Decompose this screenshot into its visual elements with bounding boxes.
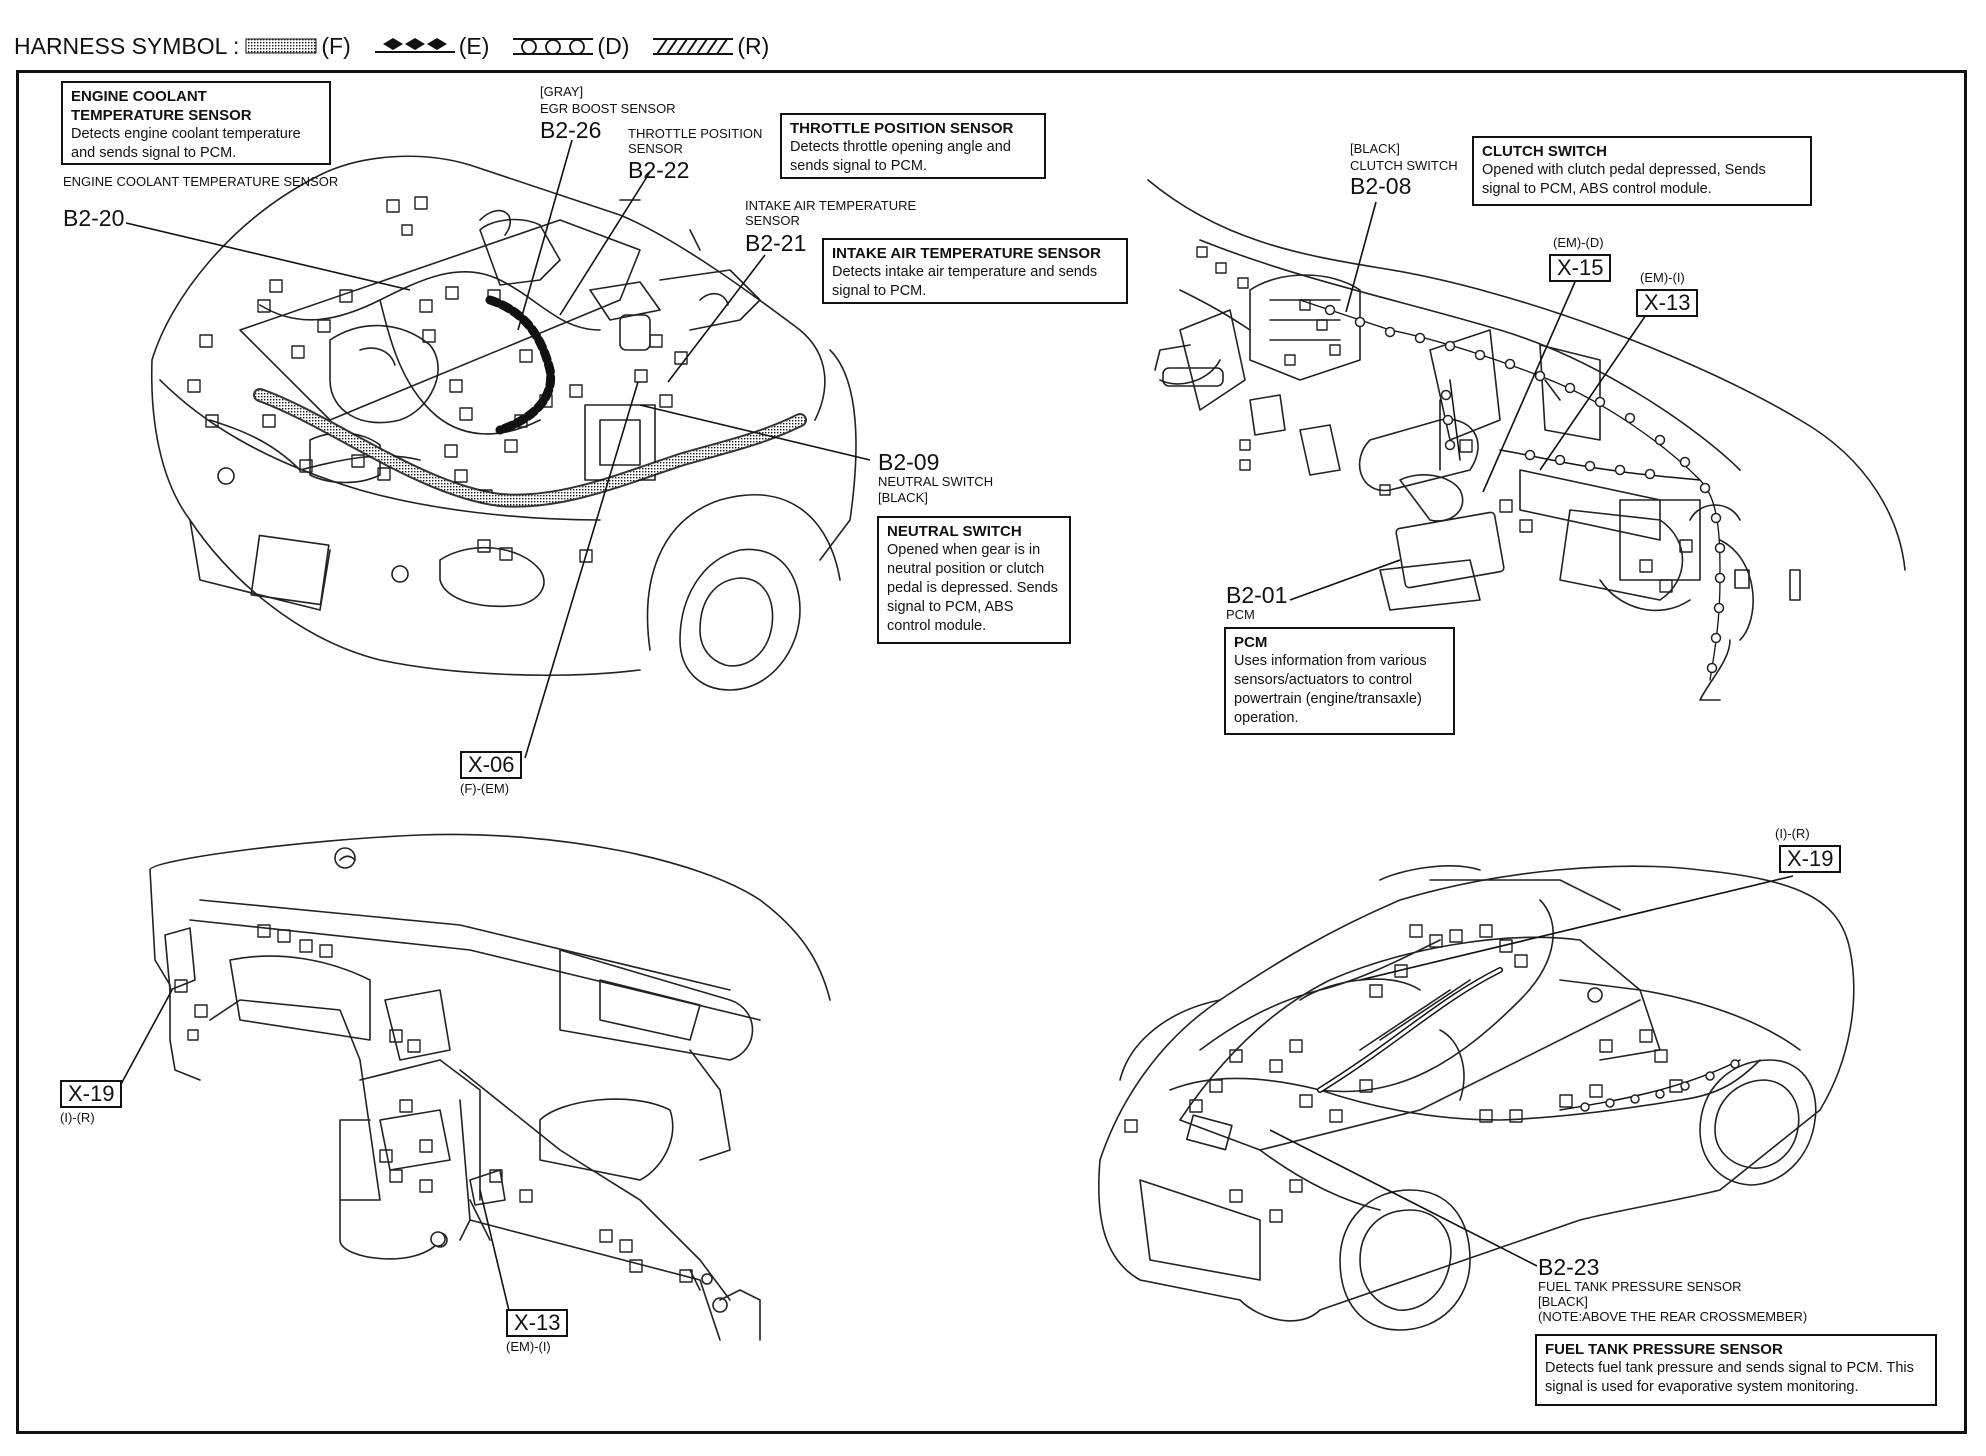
b2-26-label: EGR BOOST SENSOR xyxy=(540,101,676,116)
legend-d-label: (D) xyxy=(597,32,630,59)
x-15-code: X-15 xyxy=(1549,254,1612,282)
harness-e-symbol-icon xyxy=(374,38,455,53)
vehicle-body-drawing xyxy=(1097,865,1855,1331)
legend-e-label: (E) xyxy=(458,32,490,59)
pcm-box: PCM Uses information from various sensor… xyxy=(1224,627,1455,735)
b2-26-color: [GRAY] xyxy=(540,84,584,99)
box-body: Detects fuel tank pressure and sends sig… xyxy=(1545,1360,1914,1395)
b2-09-color: [BLACK] xyxy=(878,490,928,505)
box-body: Opened with clutch pedal depressed, Send… xyxy=(1482,162,1766,197)
harness-d-symbol-icon xyxy=(513,38,594,55)
box-body: Opened when gear is in neutral position … xyxy=(887,542,1058,634)
x-13-bottom-code: X-13 xyxy=(506,1309,569,1337)
b2-01-label: PCM xyxy=(1226,607,1255,622)
x-13-bottom-harness: (EM)-(I) xyxy=(506,1339,551,1354)
box-title: ENGINE COOLANT TEMPERATURE SENSOR xyxy=(71,88,252,124)
harness-r-symbol-icon xyxy=(653,38,734,55)
b2-08-code: B2-08 xyxy=(1350,173,1412,199)
box-body: Detects throttle opening angle and sends… xyxy=(790,139,1011,174)
clutch-switch-box: CLUTCH SWITCH Opened with clutch pedal d… xyxy=(1472,136,1812,206)
dashboard-drawing xyxy=(149,833,831,1341)
b2-23-color: [BLACK] xyxy=(1538,1294,1588,1309)
box-title: FUEL TANK PRESSURE SENSOR xyxy=(1545,1341,1783,1358)
b2-23-code: B2-23 xyxy=(1538,1254,1600,1280)
box-title: INTAKE AIR TEMPERATURE SENSOR xyxy=(832,245,1101,262)
engine-coolant-temp-sensor-box: ENGINE COOLANT TEMPERATURE SENSOR Detect… xyxy=(61,81,331,165)
b2-09-label: NEUTRAL SWITCH xyxy=(878,474,994,489)
box-body: Detects intake air temperature and sends… xyxy=(832,264,1098,299)
leader-lines xyxy=(119,139,1794,1316)
legend-f-label: (F) xyxy=(321,32,351,59)
x-13-top-code: X-13 xyxy=(1636,289,1699,317)
legend-title: HARNESS SYMBOL : xyxy=(14,32,240,59)
b2-22-code: B2-22 xyxy=(628,157,690,183)
harness-symbol-legend: HARNESS SYMBOL : (F) (E) (D) (R) xyxy=(14,26,787,66)
box-body: Uses information from various sensors/ac… xyxy=(1234,653,1427,726)
b2-22-label: THROTTLE POSITION SENSOR xyxy=(628,126,763,156)
x-06-code: X-06 xyxy=(460,751,523,779)
box-title: THROTTLE POSITION SENSOR xyxy=(790,120,1014,137)
b2-20-code: B2-20 xyxy=(63,205,125,231)
intake-air-temp-sensor-box: INTAKE AIR TEMPERATURE SENSOR Detects in… xyxy=(822,238,1128,304)
box-title: CLUTCH SWITCH xyxy=(1482,143,1607,160)
legend-r-label: (R) xyxy=(737,32,770,59)
b2-09-code: B2-09 xyxy=(878,449,940,475)
x-15-harness: (EM)-(D) xyxy=(1553,235,1604,250)
harness-f-symbol-icon xyxy=(245,38,317,54)
b2-23-label: FUEL TANK PRESSURE SENSOR xyxy=(1538,1279,1742,1294)
b2-01-code: B2-01 xyxy=(1226,582,1288,608)
b2-08-color: [BLACK] xyxy=(1350,141,1400,156)
x-19-left-code: X-19 xyxy=(60,1080,123,1108)
b2-21-label: INTAKE AIR TEMPERATURE SENSOR xyxy=(745,198,917,228)
b2-23-note: (NOTE:ABOVE THE REAR CROSSMEMBER) xyxy=(1538,1309,1808,1324)
neutral-switch-box: NEUTRAL SWITCH Opened when gear is in ne… xyxy=(877,516,1071,644)
fuel-tank-pressure-sensor-box: FUEL TANK PRESSURE SENSOR Detects fuel t… xyxy=(1535,1334,1937,1406)
x-06-harness: (F)-(EM) xyxy=(460,781,510,796)
interior-harness-circles xyxy=(1299,299,1726,681)
b2-08-label: CLUTCH SWITCH xyxy=(1350,158,1458,173)
throttle-position-sensor-box: THROTTLE POSITION SENSOR Detects throttl… xyxy=(780,113,1046,179)
engine-compartment-drawing xyxy=(150,155,857,691)
x-19-left-harness: (I)-(R) xyxy=(60,1110,95,1125)
diagram-frame xyxy=(16,70,1967,1434)
box-title: NEUTRAL SWITCH xyxy=(887,523,1022,540)
x-19-right-harness: (I)-(R) xyxy=(1775,826,1810,841)
b2-26-code: B2-26 xyxy=(540,117,602,143)
box-body: Detects engine coolant temperature and s… xyxy=(71,126,301,161)
x-19-right-code: X-19 xyxy=(1779,845,1842,873)
x-13-top-harness: (EM)-(I) xyxy=(1640,270,1685,285)
b2-20-label: ENGINE COOLANT TEMPERATURE SENSOR xyxy=(63,174,339,189)
box-title: PCM xyxy=(1234,634,1268,651)
firewall-interior-drawing xyxy=(1147,179,1906,701)
b2-21-code: B2-21 xyxy=(745,230,807,256)
